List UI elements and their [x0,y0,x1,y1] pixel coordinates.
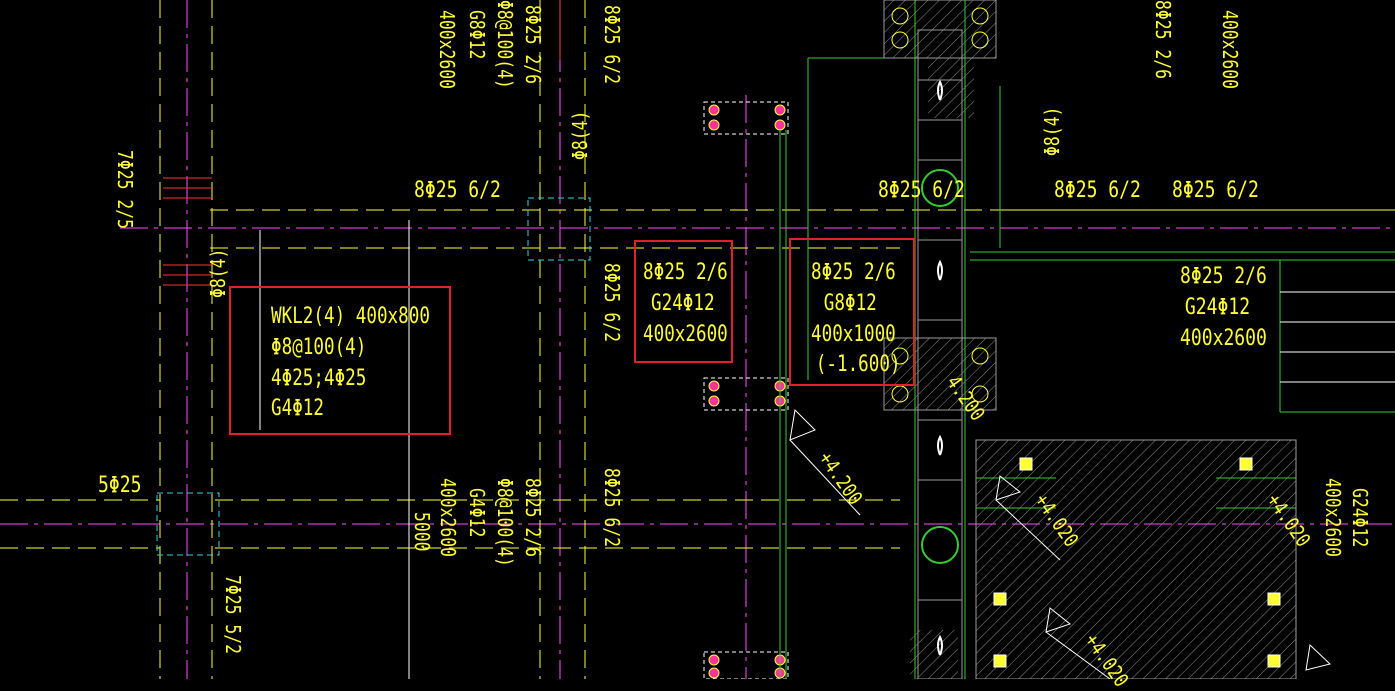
callout-line: 400x2600 [643,321,728,347]
rebar-label: 8Φ25 6/2 [1172,178,1259,203]
callout-line: 400x1000 [811,321,896,347]
pipe-circles [891,7,989,564]
column-callout-a[interactable]: 8Φ25 2/6 G24Φ12 400x2600 [643,258,728,350]
rebar-label-vertical: Φ8@100(4) [493,478,517,567]
rebar-label-vertical: 8Φ25 6/2 [600,5,624,84]
rebar-label-vertical: Φ8(4) [206,248,230,298]
callout-line: 8Φ25 2/6 [811,260,896,285]
callout-line: G4Φ12 [271,396,324,422]
rebar-label-vertical: 8Φ25 2/6 [1151,0,1175,79]
callout-line: 400x2600 [1180,325,1267,351]
rebar-label-vertical: 8Φ25 6/2 [600,263,624,342]
callout-line: G24Φ12 [651,290,715,316]
rebar-label: 8Φ25 6/2 [878,178,965,203]
highlight-box-column-a[interactable] [634,240,733,363]
rebar-label-vertical: 8Φ25 2/6 [521,5,545,84]
right-rails [1280,291,1395,383]
highlight-box-beam[interactable] [229,286,451,435]
column-outline [156,492,220,556]
rebar-label-vertical: 8Φ25 2/6 [521,478,545,557]
rebar-label: 5Φ25 [98,473,142,498]
callout-line: 4Φ25;4Φ25 [271,365,367,391]
callout-line: G8Φ12 [823,290,877,316]
rebar-label: 8Φ25 6/2 [1054,178,1141,203]
rebar-label-vertical: Φ8(4) [1040,106,1064,156]
rebar-label-vertical: 7Φ25 2/5 [113,150,137,229]
rebar-label-vertical: 400x2600 [436,478,460,557]
rebar-label: 8Φ25 6/2 [414,178,501,203]
column-outline [527,197,591,261]
column-callout-b[interactable]: 8Φ25 2/6 G8Φ12 400x1000 (-1.600) [811,258,901,381]
callout-line: (-1.600) [815,352,901,378]
elevation-markers [789,408,1332,679]
column-callout-right: 8Φ25 2/6 G24Φ12 400x2600 [1180,262,1267,354]
callout-line: 8Φ25 2/6 [1180,264,1267,289]
stair-arrows [937,79,943,656]
highlight-box-column-b[interactable] [789,238,915,386]
callout-line: 8Φ25 2/6 [643,260,728,285]
anchor-squares [993,457,1281,668]
beam-callout[interactable]: WKL2(4) 400x800 Φ8@100(4) 4Φ25;4Φ25 G4Φ1… [271,302,430,425]
stair-ticks [918,79,962,601]
callout-line: G24Φ12 [1184,294,1251,320]
rebar-label-vertical: 5000 [410,512,434,552]
hatched-core [883,0,1297,679]
rebar-label-vertical: G8Φ12 [465,10,489,60]
rebar-label-vertical: 400x2600 [435,10,459,89]
rebar-label-vertical: G4Φ12 [465,488,489,538]
rebar-label-vertical: G24Φ12 [1348,488,1372,548]
rebar-label-vertical: 8Φ25 6/2 [600,468,624,547]
rebar-label-vertical: Φ8(4) [568,110,592,160]
callout-line: WKL2(4) 400x800 [271,304,430,329]
callout-line: Φ8@100(4) [271,334,367,360]
rebar-label-vertical: 7Φ25 5/2 [221,575,245,654]
rebar-label-vertical: Φ8@100(4) [493,0,517,89]
rebar-label-vertical: 400x2600 [1218,10,1242,89]
rebar-marks [163,0,561,286]
rebar-label-vertical: 400x2600 [1321,478,1345,557]
